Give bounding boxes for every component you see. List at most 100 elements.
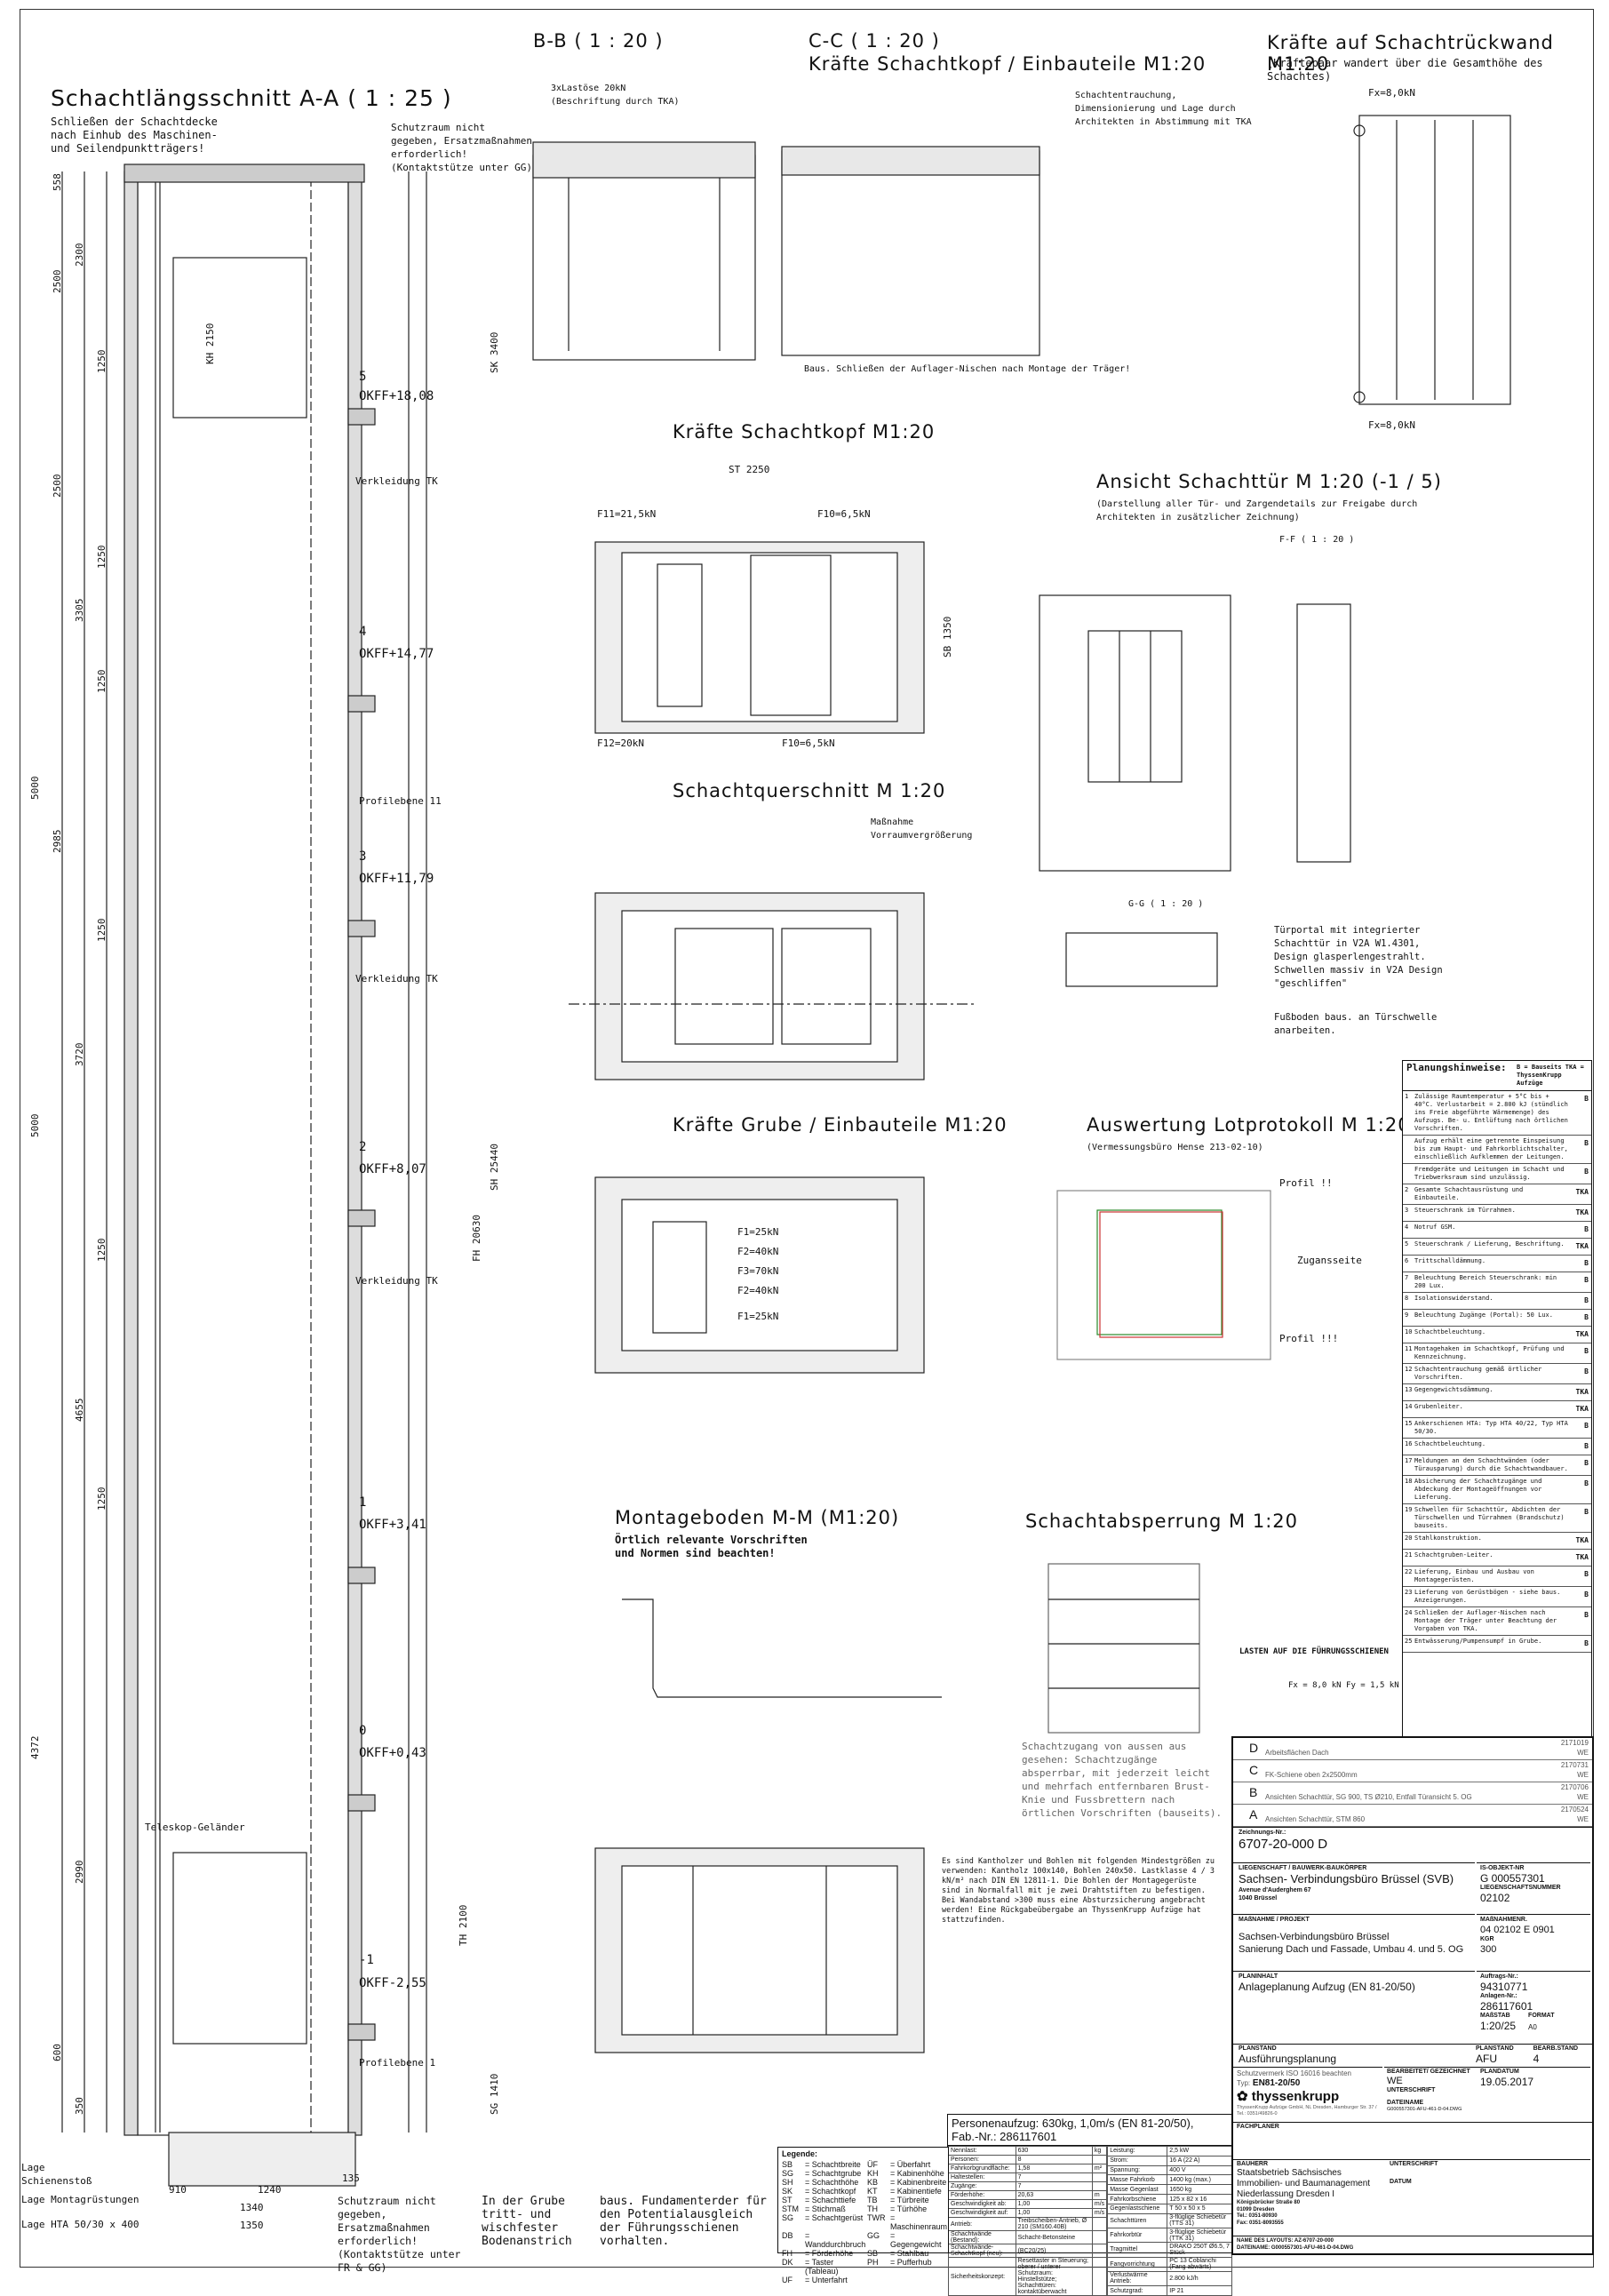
label: BEARB.STAND (1533, 2045, 1579, 2052)
row-responsibility: B (1584, 1590, 1589, 1598)
legend-entry: SB (782, 2160, 793, 2169)
legend-entry: KH (867, 2169, 879, 2178)
spec-cell: Schachtwände-Schachtkopf (neu): (948, 2244, 1016, 2258)
erder-note: baus. Fundamenterder für den Potentialau… (600, 2195, 767, 2248)
spec-cell: 1,00 (1015, 2199, 1093, 2209)
label: MAßNAHMENR. (1480, 1917, 1527, 1923)
spec-cell: Leistung: (1107, 2146, 1168, 2156)
kopf-inner (621, 552, 898, 722)
montageboden-profile (622, 1598, 942, 1698)
spec-cell: Schachttüren (1107, 2212, 1168, 2229)
row-text: Absicherung der Schachtzugänge und Abdec… (1414, 1478, 1542, 1501)
floor-level: OKFF+11,79 (359, 872, 434, 886)
spec-cell: Personen: (948, 2155, 1016, 2164)
change-index: B (1249, 1785, 1258, 1799)
spec-cell: Förderhöhe: (948, 2190, 1016, 2200)
ff-title: F-F ( 1 : 20 ) (1279, 535, 1355, 545)
dim-sk: SK 3400 (489, 332, 500, 373)
legend-entry: = Schachtgrube (805, 2169, 862, 2178)
bottom-dim: 1340 (240, 2202, 264, 2213)
profilebene-1: Profilebene 1 (359, 2057, 435, 2069)
row-text: Ankerschienen HTA: Typ HTA 40/22, Typ HT… (1414, 1420, 1568, 1435)
lot-profil-bottom: Profil !!! (1279, 1333, 1338, 1344)
spec-row: Schutzgrad:IP 21 (1107, 2285, 1232, 2296)
planungshinweis-row: Aufzug erhält eine getrennte Einspeisung… (1403, 1136, 1591, 1164)
spec-row: Schachtwände-Schachtkopf (neu):(BC20/25) (948, 2244, 1108, 2258)
spec-cell: 2.800 kJ/h (1167, 2270, 1232, 2287)
tuer-note-2: Fußboden baus. an Türschwelle anarbeiten… (1274, 1012, 1438, 1036)
legend-entry: = Wanddurchbruch (805, 2231, 866, 2249)
spec-cell (1091, 2257, 1108, 2296)
dim-sg: SG 1410 (489, 2074, 500, 2115)
planungshinweis-row: Fremdgeräte und Leitungen im Schacht und… (1403, 1164, 1591, 1184)
row-responsibility: B (1584, 1639, 1589, 1647)
spec-row: Spannung:400 V (1107, 2164, 1232, 2176)
dimension-label: 3305 (74, 599, 85, 623)
legend-entry: = Schachtbreite (805, 2160, 861, 2169)
kopf-force-f10b: F10=6,5kN (782, 737, 835, 749)
spec-cell: kg (1091, 2146, 1108, 2156)
spec-cell: Tragmittel (1107, 2242, 1168, 2258)
drawing-number: 6707-20-000 D (1239, 1837, 1328, 1852)
lot-subtitle: (Vermessungsbüro Hense 213-02-10) (1087, 1143, 1263, 1152)
change-text: Ansichten Schachttür, SG 900, TS Ø210, E… (1265, 1793, 1472, 1801)
change-index: D (1249, 1741, 1259, 1755)
kopf-force-f12: F12=20kN (597, 737, 644, 749)
order-number: 94310771 (1480, 1981, 1528, 1993)
spec-cell: Zugänge: (948, 2181, 1016, 2191)
montageboden-note: Es sind Kantholzer und Bohlen mit folgen… (942, 1857, 1215, 1925)
row-responsibility: B (1584, 1367, 1589, 1375)
row-text: Lieferung von Gerüstbögen - siehe baus. … (1414, 1589, 1561, 1604)
bb-note: 3xLastöse 20kN (Beschriftung durch TKA) (551, 84, 680, 107)
section-title-schachtabsperrung: Schachtabsperrung M 1:20 (1025, 1511, 1299, 1532)
spec-row: Zugänge:7 (948, 2181, 1108, 2191)
dimension-label: 3720 (74, 1043, 85, 1067)
spec-cell: IP 21 (1167, 2285, 1232, 2296)
lage-montageruestungen: Lage Montagrüstungen (21, 2194, 139, 2205)
project-line-2: Sanierung Dach und Fassade, Umbau 4. und… (1239, 1944, 1464, 1955)
legend-entry: TB (867, 2196, 878, 2204)
dimension-label: 2500 (52, 474, 63, 498)
type: EN81-20/50 (1252, 2078, 1301, 2088)
row-responsibility: B (1584, 1611, 1589, 1619)
row-responsibility: TKA (1575, 1330, 1589, 1338)
project-line-1: Sachsen-Verbindungsbüro Brüssel (1239, 1932, 1390, 1942)
legend-entry: SG (782, 2169, 794, 2178)
row-text: Meldungen an den Schachtwänden (oder Tür… (1414, 1457, 1568, 1472)
bottom-dim: 135 (342, 2172, 360, 2184)
floor-level: OKFF+0,43 (359, 1746, 426, 1760)
lot-outer (1056, 1190, 1271, 1360)
change-author: WE (1577, 1749, 1589, 1757)
schachtabsperrung-view (1047, 1563, 1200, 1734)
legend-entry: = Überfahrt (890, 2160, 931, 2169)
teleskop-gelaender: Teleskop-Geländer (145, 1822, 245, 1833)
change-author: WE (1577, 1771, 1589, 1779)
legend-entry: STM (782, 2204, 799, 2213)
label: LIEGENSCHAFT / BAUWERK-BAUKÖRPER (1239, 1865, 1367, 1871)
spec-cell: Fahrkorbtür (1107, 2228, 1168, 2244)
lage-hta: Lage HTA 50/30 x 400 (21, 2219, 139, 2230)
tuer-view (1039, 594, 1231, 872)
section-title-kopf: Kräfte Schachtkopf M1:20 (673, 421, 936, 442)
spec-cell (1091, 2181, 1108, 2191)
dimension-label: 350 (74, 2097, 85, 2115)
spec-cell: T 50 x 50 x 5 (1167, 2203, 1232, 2214)
kopf-dim-st: ST 2250 (729, 464, 769, 475)
ff-section (1296, 603, 1351, 863)
label: DATUM (1390, 2179, 1412, 2185)
row-number: 23 (1405, 1589, 1413, 1596)
car-bottom (172, 1852, 307, 2045)
kopf-force-f10: F10=6,5kN (817, 508, 871, 520)
row-number: 10 (1405, 1328, 1413, 1335)
